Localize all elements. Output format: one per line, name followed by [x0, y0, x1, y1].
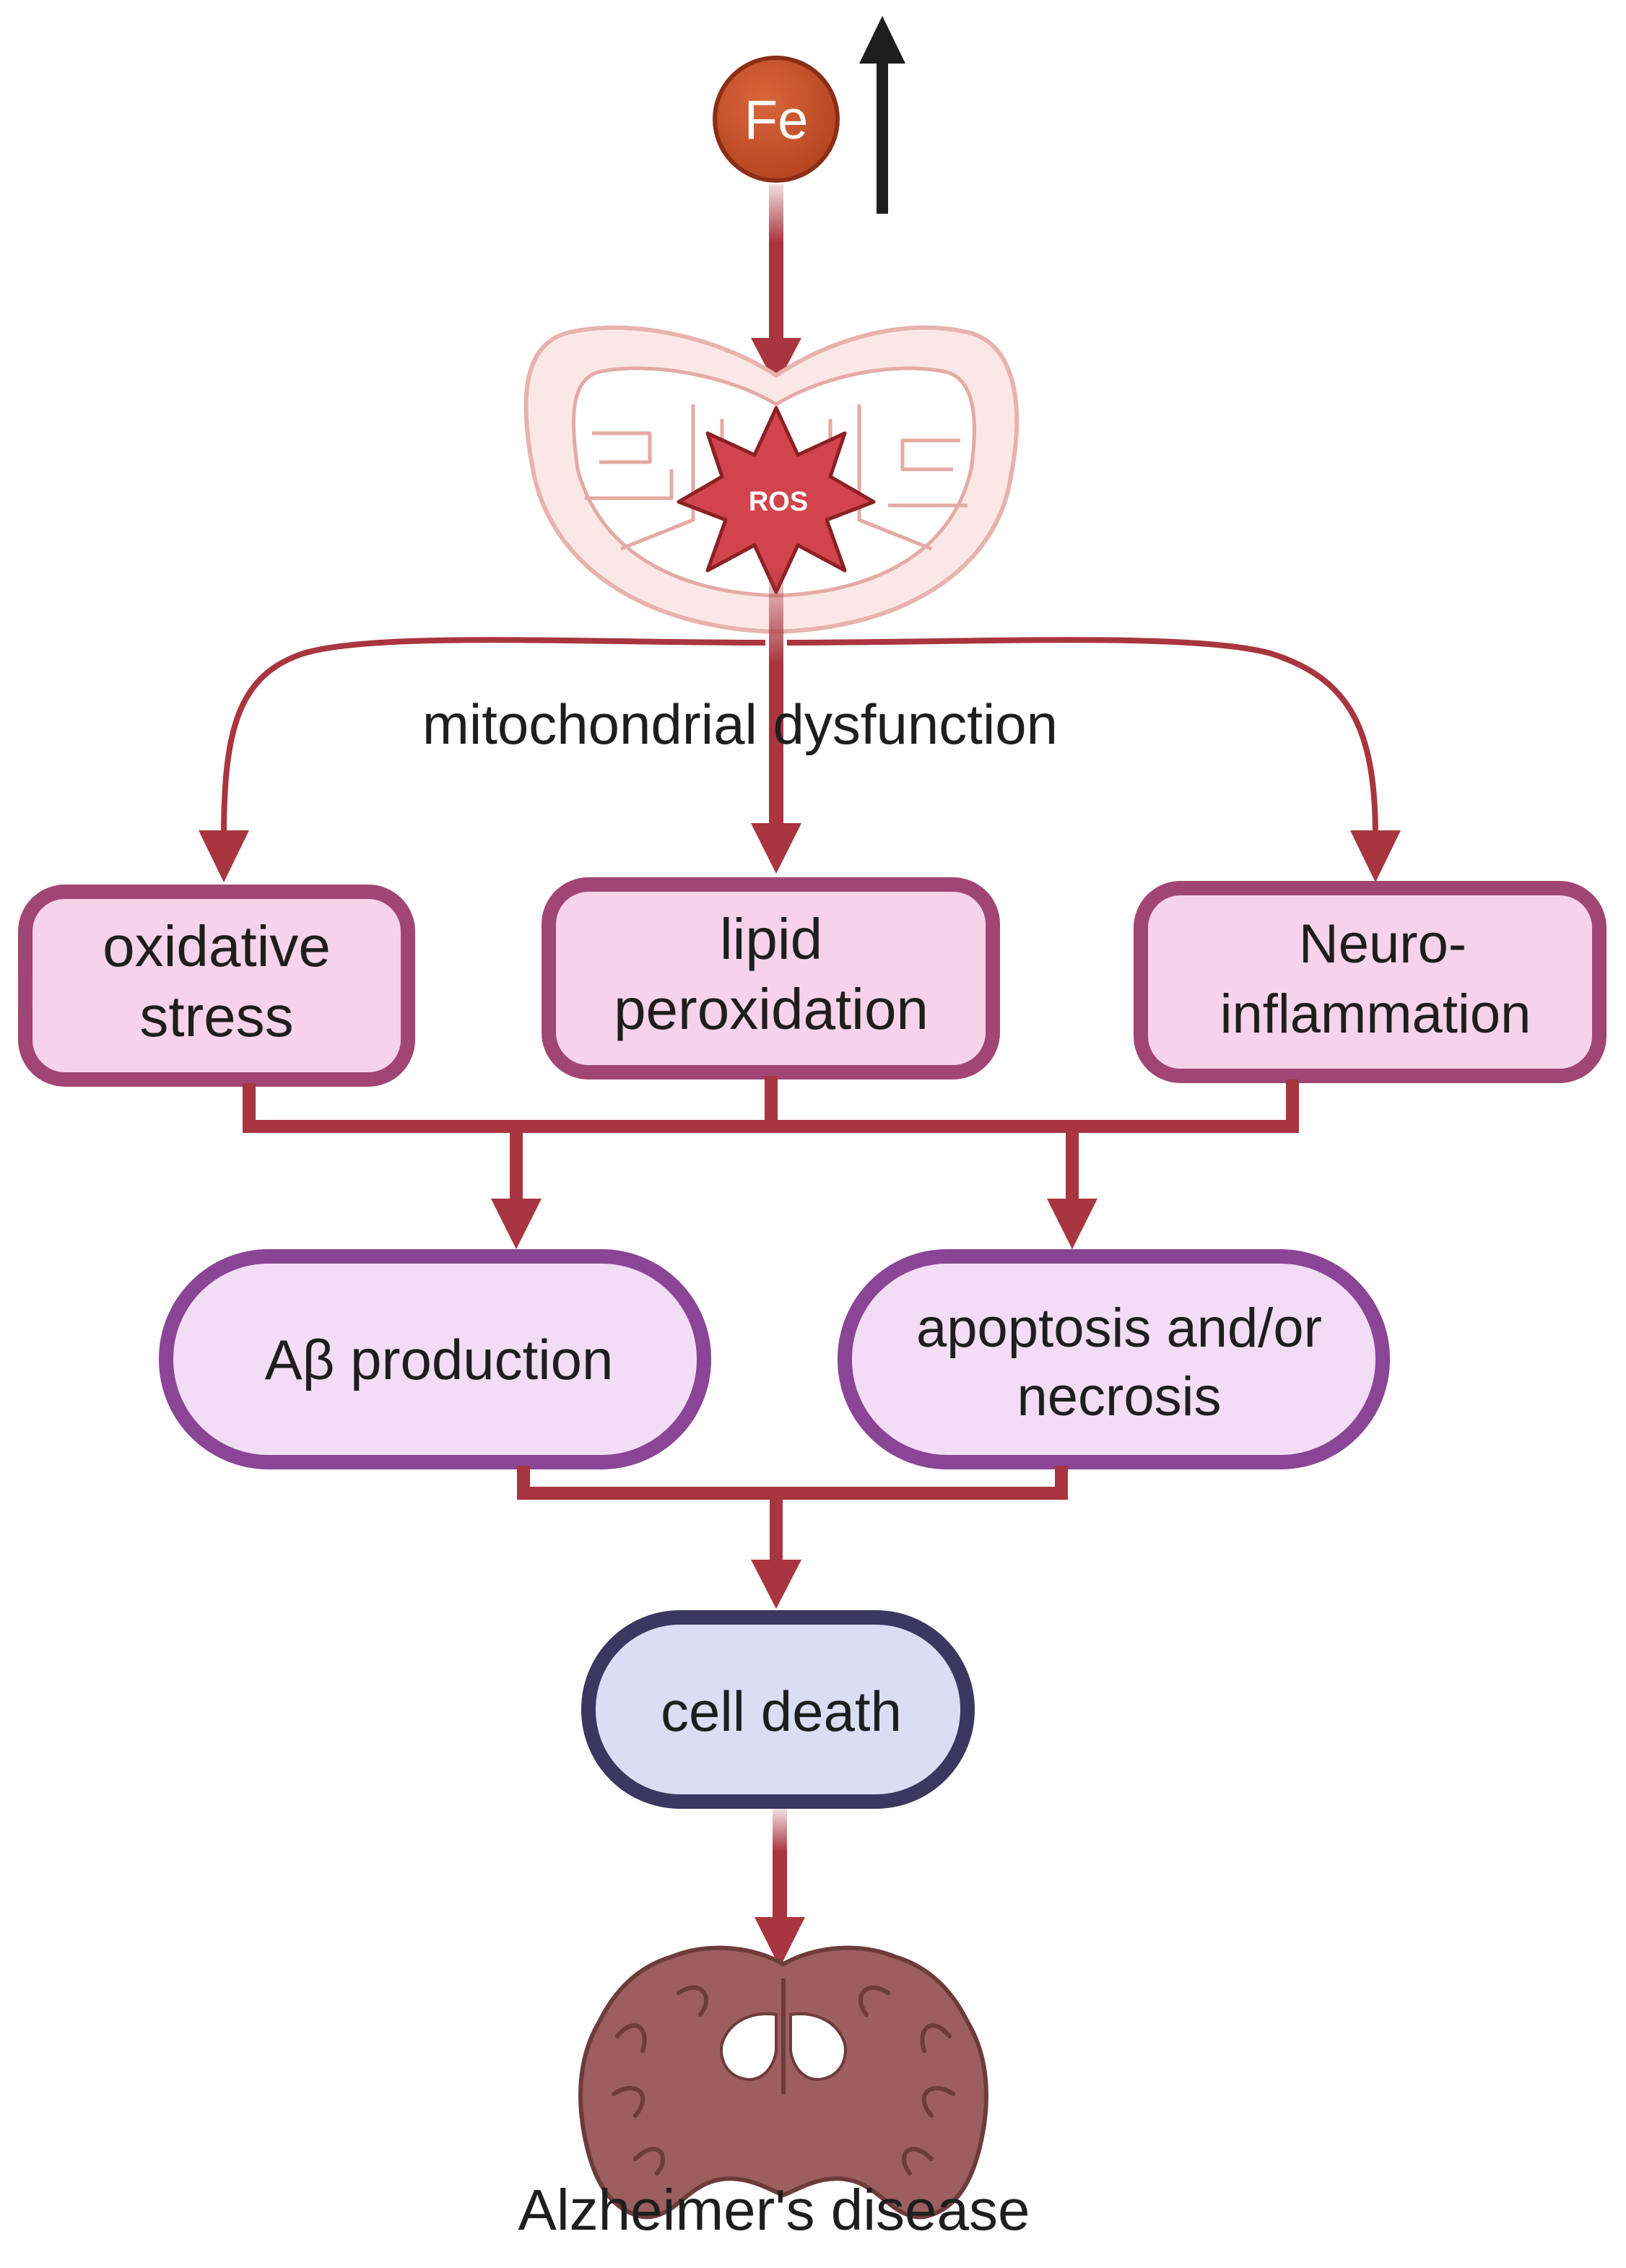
oxidative-stress-line2: stress — [139, 984, 293, 1048]
cell-death-to-brain-arrow — [755, 1809, 805, 1968]
mitochondrial-dysfunction-label: mitochondrial dysfunction — [422, 692, 1058, 756]
fe-label: Fe — [744, 90, 809, 151]
neuroinflammation-box: Neuro- inflammation — [1134, 881, 1607, 1083]
mito-branch-arrows — [199, 637, 1401, 882]
increase-arrow-icon — [859, 16, 905, 214]
apoptosis-necrosis-box: apoptosis and/or necrosis — [838, 1249, 1390, 1469]
ros-burst-icon: ROS — [677, 406, 876, 594]
cell-death-label: cell death — [661, 1680, 902, 1743]
abeta-production-box: Aβ production — [159, 1249, 711, 1469]
ros-label: ROS — [749, 487, 808, 517]
brain-icon — [578, 1945, 988, 2220]
lipid-peroxidation-box: lipid peroxidation — [542, 877, 1000, 1079]
fe-ion: Fe — [713, 56, 840, 183]
apoptosis-necrosis-line1: apoptosis and/or — [916, 1298, 1322, 1359]
arrow-to-apoptosis — [1047, 1199, 1097, 1249]
arrow-to-cell-death — [751, 1560, 801, 1609]
lipid-peroxidation-line1: lipid — [720, 907, 822, 971]
cell-death-box: cell death — [581, 1610, 975, 1809]
apoptosis-necrosis-line2: necrosis — [1017, 1366, 1222, 1428]
mito-to-lipid-arrow — [751, 570, 801, 874]
neuroinflammation-line2: inflammation — [1220, 983, 1531, 1045]
arrow-to-abeta — [491, 1199, 542, 1249]
row1-merge-connector — [243, 1076, 1299, 1213]
oxidative-stress-box: oxidative stress — [18, 885, 415, 1087]
alzheimers-disease-label: Alzheimer's disease — [518, 2178, 1030, 2242]
lipid-peroxidation-line2: peroxidation — [614, 977, 929, 1041]
fe-to-mito-arrow — [751, 184, 801, 386]
neuroinflammation-line1: Neuro- — [1299, 913, 1466, 975]
oxidative-stress-line1: oxidative — [103, 914, 331, 978]
row2-merge-connector — [517, 1466, 1068, 1567]
abeta-production-label: Aβ production — [265, 1328, 614, 1391]
